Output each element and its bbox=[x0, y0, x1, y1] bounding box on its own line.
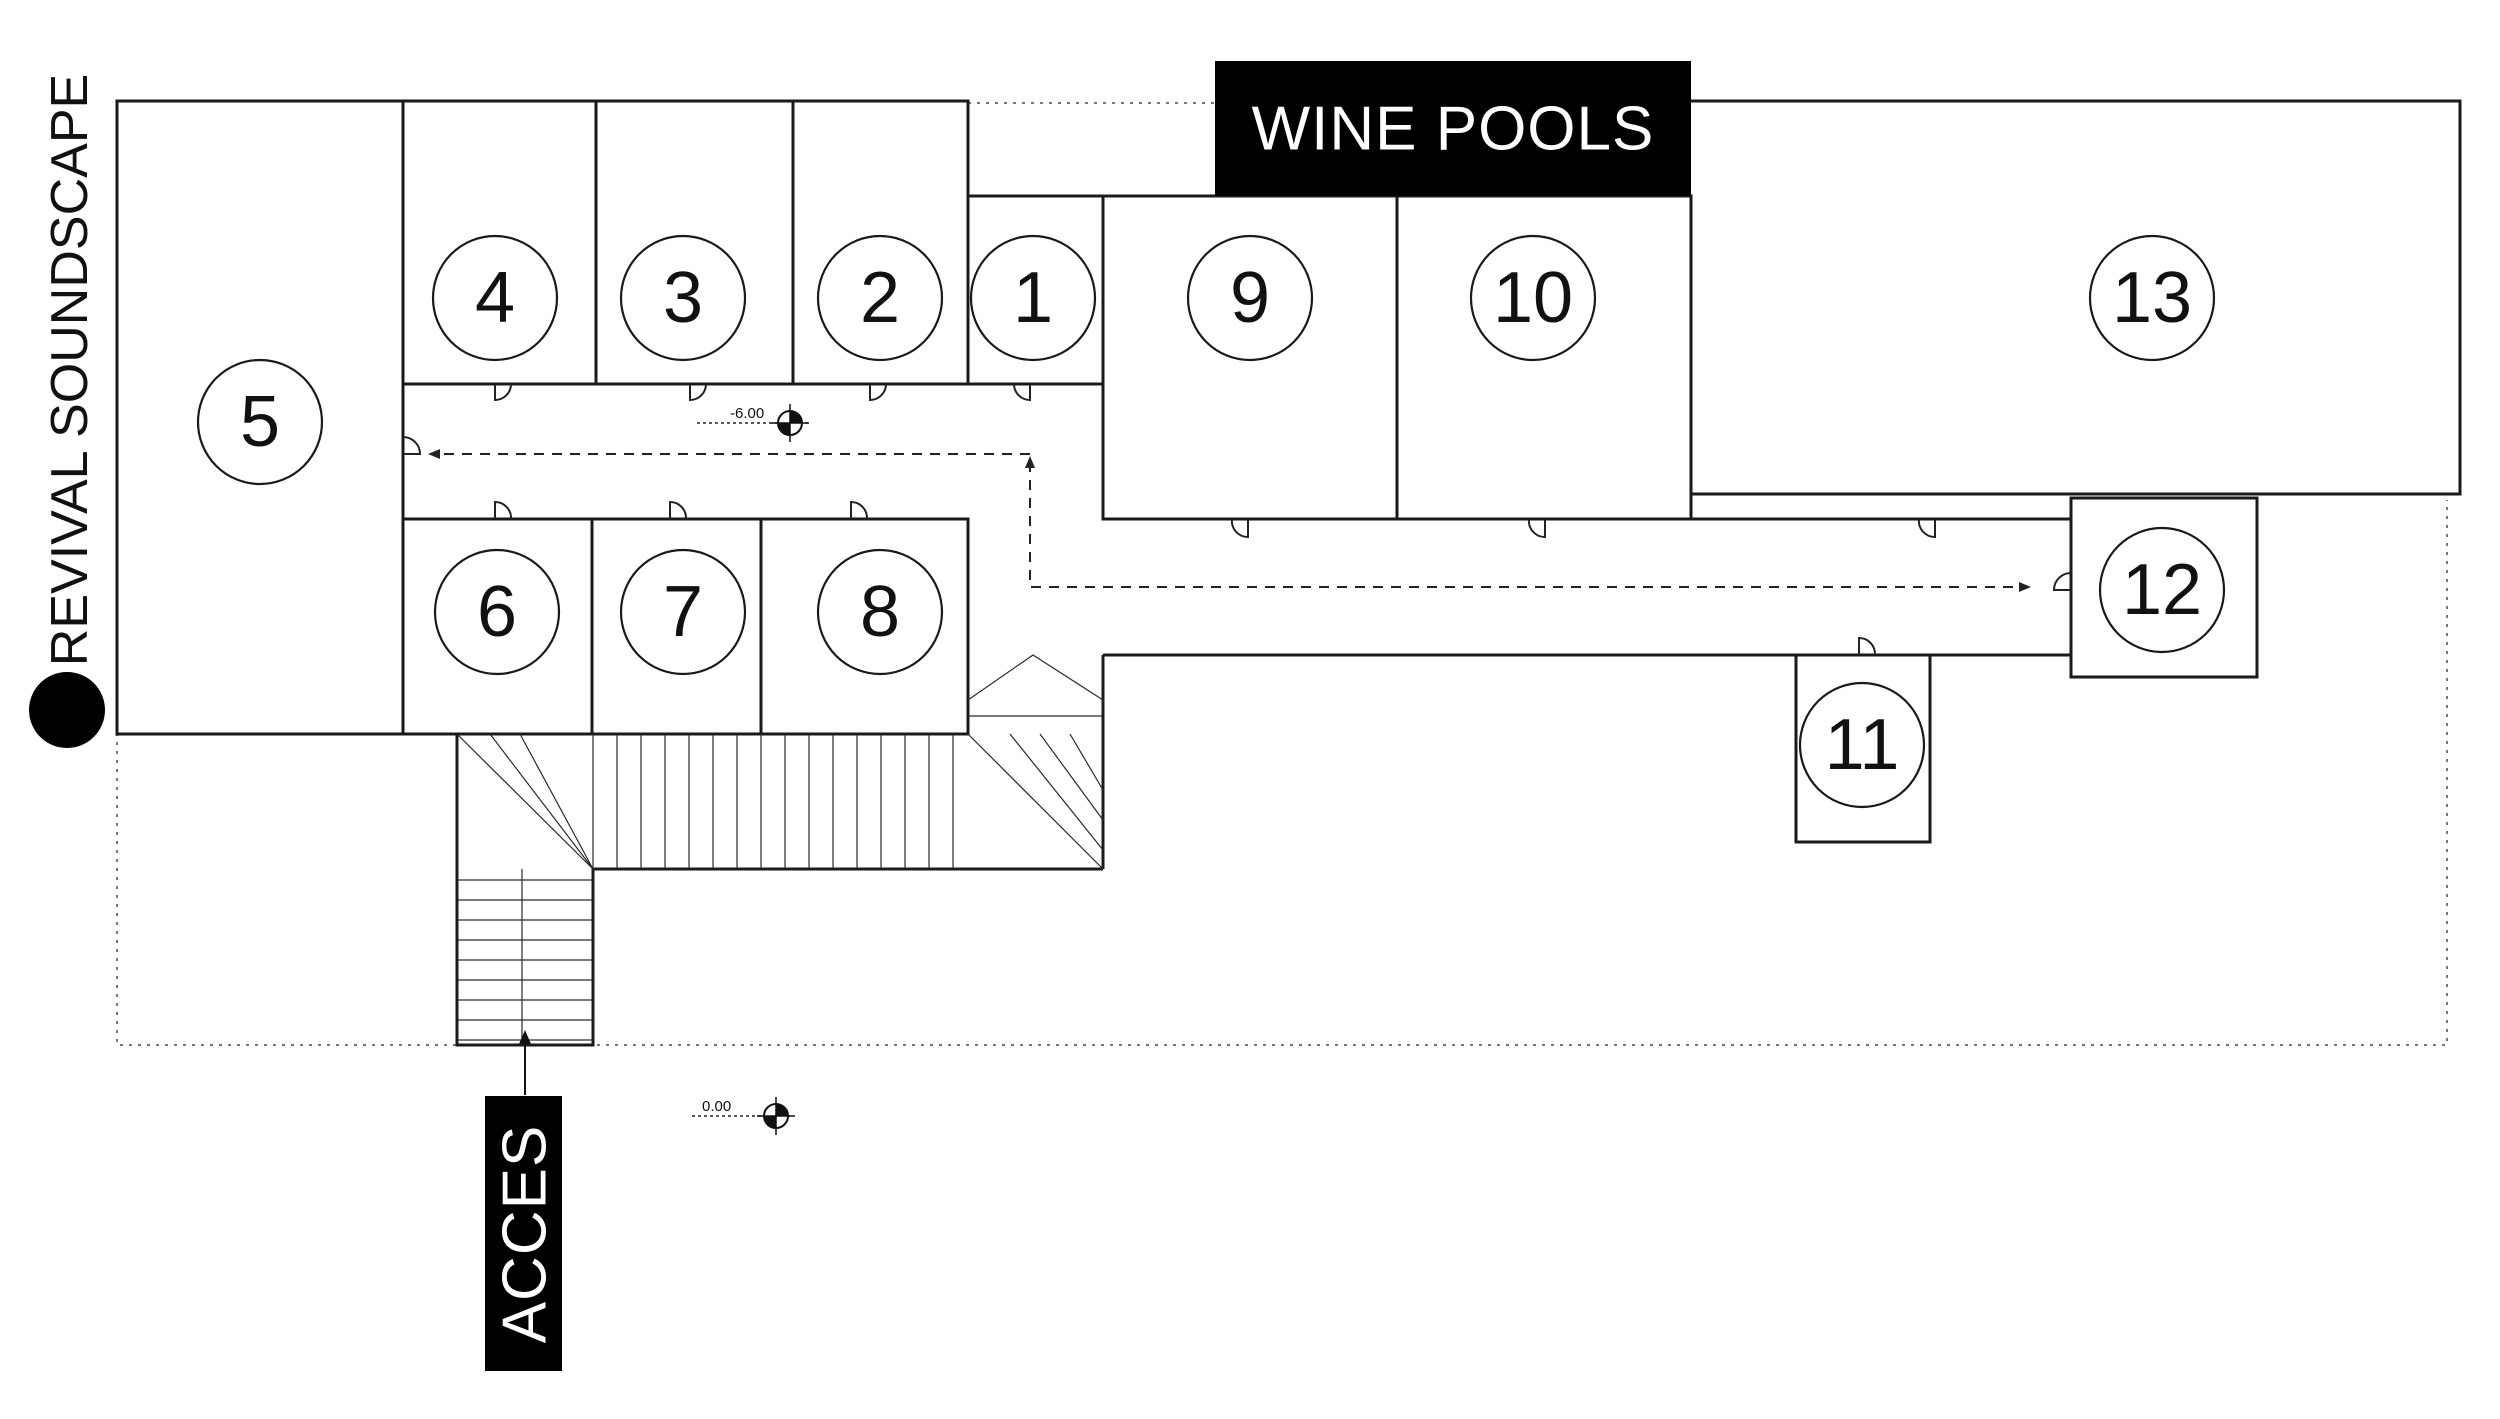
level-upper-label: -6.00 bbox=[730, 405, 764, 422]
room-badge-8: 8 bbox=[816, 548, 944, 676]
room-circle bbox=[431, 234, 559, 362]
stairs bbox=[456, 654, 1104, 1045]
room-badge-5: 5 bbox=[196, 358, 324, 486]
room-badge-9: 9 bbox=[1186, 234, 1314, 362]
room-circle bbox=[2098, 526, 2226, 654]
room-circle bbox=[816, 234, 944, 362]
room-number: 11 bbox=[1825, 705, 1900, 785]
room-number: 3 bbox=[663, 258, 703, 338]
room-circle bbox=[619, 548, 747, 676]
room-number: 10 bbox=[1493, 258, 1573, 338]
room-badge-2: 2 bbox=[816, 234, 944, 362]
room-number: 9 bbox=[1230, 258, 1270, 338]
room-circle bbox=[196, 358, 324, 486]
revival-dot bbox=[29, 672, 105, 748]
room-circle bbox=[1469, 234, 1597, 362]
room-circle bbox=[969, 234, 1097, 362]
level-marker-upper: -6.00 bbox=[697, 404, 810, 442]
room-number: 12 bbox=[2122, 550, 2202, 630]
room-number: 13 bbox=[2112, 258, 2192, 338]
level-ground-label: 0.00 bbox=[702, 1098, 731, 1115]
room-badge-4: 4 bbox=[431, 234, 559, 362]
wine-pools-label: WINE POOLS bbox=[1252, 95, 1655, 164]
room-circle bbox=[1186, 234, 1314, 362]
walls bbox=[115, 99, 2462, 1047]
room-circle bbox=[433, 548, 561, 676]
room-circle bbox=[619, 234, 747, 362]
room-badge-11: 11 bbox=[1798, 681, 1926, 809]
revival-label: REVIVAL SOUNDSCAPE bbox=[41, 74, 99, 666]
circulation-path bbox=[428, 449, 2031, 592]
room-badge-13: 13 bbox=[2088, 234, 2216, 362]
room-badge-1: 1 bbox=[969, 234, 1097, 362]
room-badge-6: 6 bbox=[433, 548, 561, 676]
acces-entry: ACCES bbox=[485, 1030, 562, 1371]
room-number: 1 bbox=[1013, 258, 1053, 338]
room-number: 6 bbox=[477, 572, 517, 652]
room-number: 8 bbox=[860, 572, 900, 652]
room-badge-12: 12 bbox=[2098, 526, 2226, 654]
acces-label: ACCES bbox=[491, 1125, 560, 1344]
room-badge-3: 3 bbox=[619, 234, 747, 362]
room-circle bbox=[2088, 234, 2216, 362]
room-number: 7 bbox=[663, 572, 703, 652]
room-number: 5 bbox=[240, 382, 280, 462]
room-circle bbox=[1798, 681, 1926, 809]
doors bbox=[402, 383, 2072, 656]
room-badge-7: 7 bbox=[619, 548, 747, 676]
level-marker-ground: 0.00 bbox=[692, 1097, 795, 1135]
room-number: 4 bbox=[475, 258, 515, 338]
room-circle bbox=[816, 548, 944, 676]
room-badge-10: 10 bbox=[1469, 234, 1597, 362]
wine-pools-banner: WINE POOLS bbox=[1215, 61, 1691, 196]
revival-soundscape-marker: REVIVAL SOUNDSCAPE bbox=[29, 74, 105, 748]
room-number: 2 bbox=[860, 258, 900, 338]
